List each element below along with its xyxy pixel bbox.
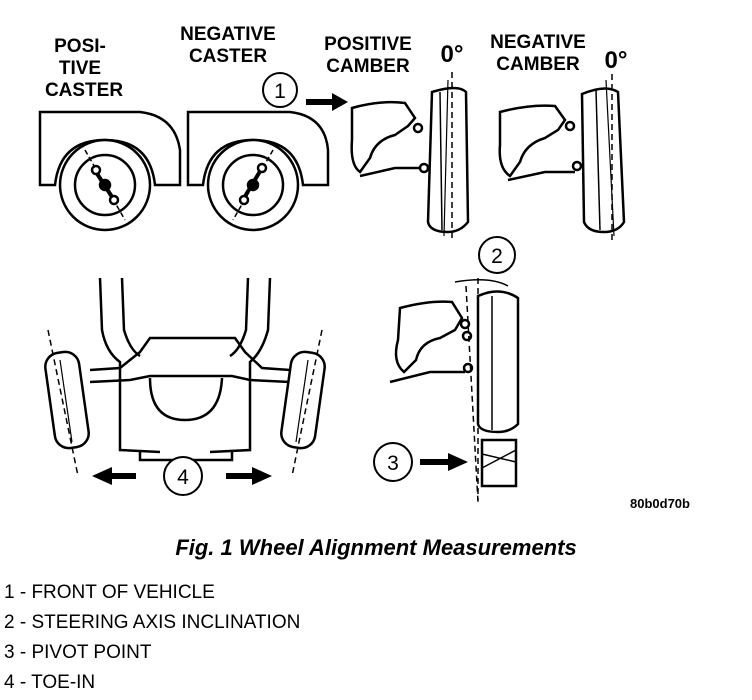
- positive-caster-drawing: [38, 110, 182, 232]
- callout-circle-4: [163, 456, 203, 496]
- callout-circle-2: [478, 236, 516, 274]
- figure-caption: Fig. 1 Wheel Alignment Measurements: [175, 535, 577, 560]
- wheel-alignment-diagram: POSI- TIVE CASTER NEGATIVE CASTER POSITI…: [38, 24, 690, 511]
- legend-item-3: 3 - PIVOT POINT: [4, 642, 152, 663]
- arrow-front-of-vehicle: [306, 93, 348, 111]
- arrow-toe-in-left: [92, 467, 136, 485]
- callout-number-2: 2: [491, 245, 503, 268]
- label-positive-camber-line1: POSITIVE: [324, 34, 412, 55]
- arrow-pivot-point: [420, 453, 468, 471]
- callout-circle-1: [262, 72, 298, 108]
- negative-caster-drawing: [186, 110, 330, 232]
- negative-camber-drawing: [498, 74, 626, 242]
- toe-in-top-view-drawing: [44, 277, 326, 477]
- figure-code: 80b0d70b: [630, 496, 690, 511]
- arrow-toe-in-right: [226, 467, 272, 485]
- legend-list: 1 - FRONT OF VEHICLE 2 - STEERING AXIS I…: [4, 578, 300, 698]
- label-positive-caster-line1: POSI-: [54, 36, 106, 57]
- callout-number-4: 4: [177, 466, 189, 489]
- label-negative-camber-line2: CAMBER: [496, 54, 580, 75]
- legend-item-2: 2 - STEERING AXIS INCLINATION: [4, 612, 301, 633]
- callout-circle-3: [373, 442, 413, 482]
- legend-item-1: 1 - FRONT OF VEHICLE: [4, 582, 215, 603]
- label-positive-camber-line2: CAMBER: [326, 56, 410, 77]
- steering-axis-drawing: [389, 278, 520, 503]
- label-negative-camber-line1: NEGATIVE: [490, 32, 586, 53]
- label-negative-caster-line1: NEGATIVE: [180, 24, 276, 45]
- label-negative-caster-line2: CASTER: [189, 46, 267, 67]
- label-zero-degree-a: 0°: [441, 41, 464, 68]
- callout-number-1: 1: [274, 80, 286, 103]
- label-positive-caster-line2: TIVE: [59, 58, 101, 79]
- label-zero-degree-b: 0°: [605, 47, 628, 74]
- label-positive-caster-line3: CASTER: [45, 80, 123, 101]
- callout-number-3: 3: [387, 452, 399, 475]
- positive-camber-drawing: [350, 72, 470, 240]
- legend-item-4: 4 - TOE-IN: [4, 672, 96, 693]
